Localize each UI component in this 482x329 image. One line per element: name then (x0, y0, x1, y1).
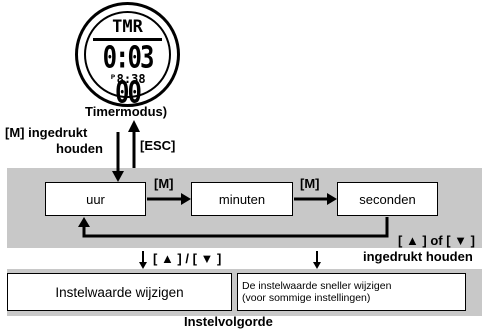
watch-divider (93, 38, 162, 41)
watch-sub-time: ᴾ8:38 (109, 72, 146, 86)
label-up-or-down: [ ▲ ] of [ ▼ ] (398, 233, 475, 248)
step-minutes-label: minuten (218, 191, 266, 207)
step-hour-label: uur (86, 191, 105, 207)
watch-display (84, 11, 171, 98)
watch-main-time: 0:03 00 (102, 40, 155, 110)
label-m-step1: [M] (154, 176, 174, 191)
action-change-label: Instelwaarde wijzigen (55, 284, 184, 300)
caption-setting-order: Instelvolgorde (184, 314, 273, 329)
step-seconds-box: seconden (337, 182, 438, 216)
label-hold-m-line1: [M] ingedrukt (5, 125, 88, 140)
action-fast-box: De instelwaarde sneller wijzigen (voor s… (237, 273, 466, 311)
label-esc: [ESC] (140, 138, 176, 153)
label-m-step2: [M] (300, 176, 320, 191)
action-fast-line1: De instelwaarde sneller wijzigen (242, 280, 392, 292)
step-minutes-box: minuten (191, 182, 293, 216)
action-change-box: Instelwaarde wijzigen (7, 273, 232, 311)
label-up-slash-down: [ ▲ ] / [ ▼ ] (153, 251, 222, 266)
step-hour-box: uur (45, 182, 146, 216)
watch-mode-label: TMR (112, 17, 143, 37)
label-hold: ingedrukt houden (363, 249, 473, 264)
action-fast-line2: (voor sommige instellingen) (242, 292, 371, 304)
label-hold-m-line2: houden (56, 141, 103, 156)
caption-timer-mode: Timermodus) (85, 104, 168, 119)
step-seconds-label: seconden (359, 191, 416, 207)
